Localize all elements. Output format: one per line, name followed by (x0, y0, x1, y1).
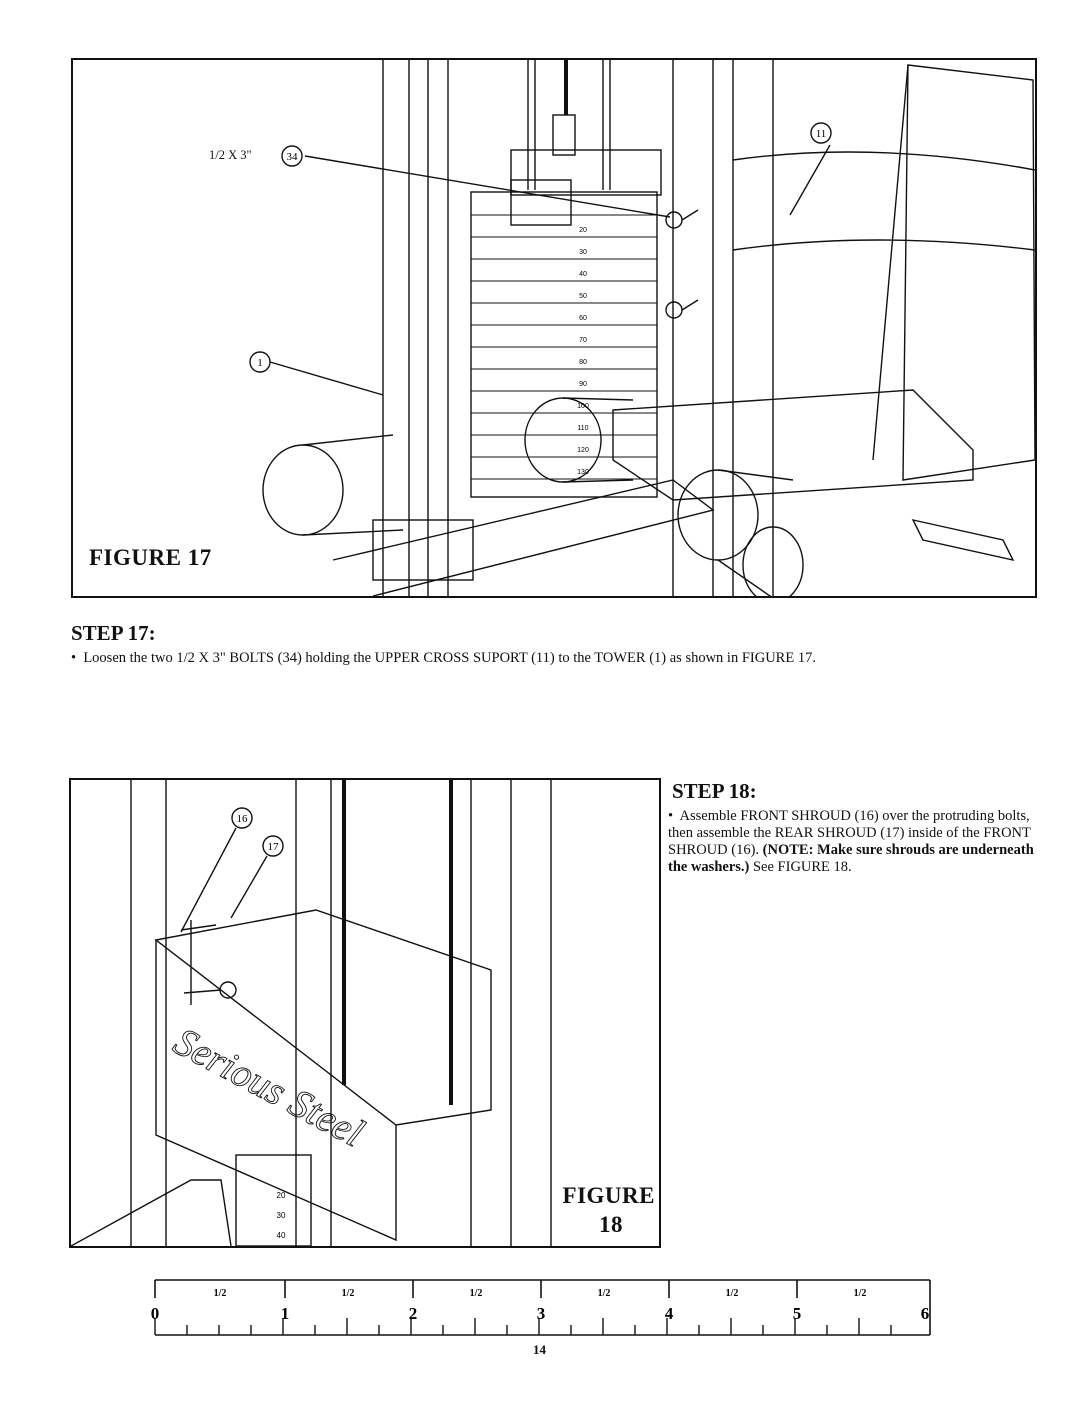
figure-18-label-line2: 18 (599, 1212, 623, 1237)
plate-label: 100 (577, 403, 589, 410)
ruler-number: 6 (921, 1304, 930, 1323)
figure-18-illustration: 16 17 Serious Steel 20 30 40 (71, 780, 552, 1246)
plate-label: 50 (579, 293, 587, 300)
ruler-half-label: 1/2 (726, 1288, 739, 1299)
plate-label: 20 (277, 1191, 286, 1200)
ruler-half-label: 1/2 (214, 1288, 227, 1299)
plate-label: 40 (277, 1231, 286, 1240)
ruler-half-label: 1/2 (342, 1288, 355, 1299)
step-18-title: STEP 18: (672, 779, 757, 803)
ruler-number: 2 (409, 1304, 418, 1323)
ruler-half-label: 1/2 (470, 1288, 483, 1299)
ruler-number: 3 (537, 1304, 546, 1323)
shroud-logo: Serious Steel (167, 1018, 372, 1155)
step-17-instruction: • Loosen the two 1/2 X 3" BOLTS (34) hol… (71, 650, 1031, 667)
plate-label: 30 (579, 249, 587, 256)
plate-label: 60 (579, 315, 587, 322)
ruler-number: 0 (151, 1304, 160, 1323)
ruler-number: 1 (281, 1304, 290, 1323)
step-18-text: Assemble FRONT SHROUD (16) over the prot… (668, 808, 1031, 858)
balloon-1: 1 (257, 357, 263, 369)
figure-17-illustration: 34 11 1 20 30 40 50 60 70 80 90 100 110 … (249, 60, 1035, 596)
ruler: 0 1 2 3 4 5 6 1/2 1/2 1/2 1/2 1/2 1/2 (151, 1279, 931, 1336)
step-18-instruction: • Assemble FRONT SHROUD (16) over the pr… (668, 808, 1040, 876)
plate-label: 90 (579, 381, 587, 388)
ruler-half-label: 1/2 (854, 1288, 867, 1299)
page-number: 14 (533, 1342, 546, 1357)
plate-label: 30 (277, 1211, 286, 1220)
ruler-half-label: 1/2 (598, 1288, 611, 1299)
figure-17: 34 11 1 20 30 40 50 60 70 80 90 100 110 … (71, 58, 1037, 598)
balloon-17: 17 (268, 841, 280, 853)
bullet: • (668, 808, 674, 824)
plate-label: 20 (579, 227, 587, 234)
plate-label: 110 (577, 425, 588, 432)
balloon-11: 11 (816, 128, 827, 140)
step-17-title: STEP 17: (71, 621, 156, 645)
balloon-16: 16 (237, 813, 249, 825)
plate-label: 80 (579, 359, 587, 366)
plate-label: 120 (577, 447, 589, 454)
plate-label: 40 (579, 271, 587, 278)
figure-18: 16 17 Serious Steel 20 30 40 FIGURE 18 (69, 778, 661, 1248)
plate-label: 70 (579, 337, 587, 344)
balloon-34: 34 (287, 151, 299, 163)
step-18-note: (NOTE: Make sure shrouds are underneath … (668, 842, 1034, 875)
figure-18-label-line1: FIGURE (562, 1183, 655, 1208)
ruler-number: 4 (665, 1304, 674, 1323)
step-17-text: Loosen the two 1/2 X 3" BOLTS (34) holdi… (83, 650, 816, 666)
figure-17-label: FIGURE 17 (89, 545, 212, 570)
bullet: • (71, 650, 77, 666)
plate-label: 130 (577, 469, 589, 476)
ruler-number: 5 (793, 1304, 802, 1323)
bolt-size-callout: 1/2 X 3" (209, 148, 252, 162)
step-18-tail: See FIGURE 18. (752, 859, 852, 875)
